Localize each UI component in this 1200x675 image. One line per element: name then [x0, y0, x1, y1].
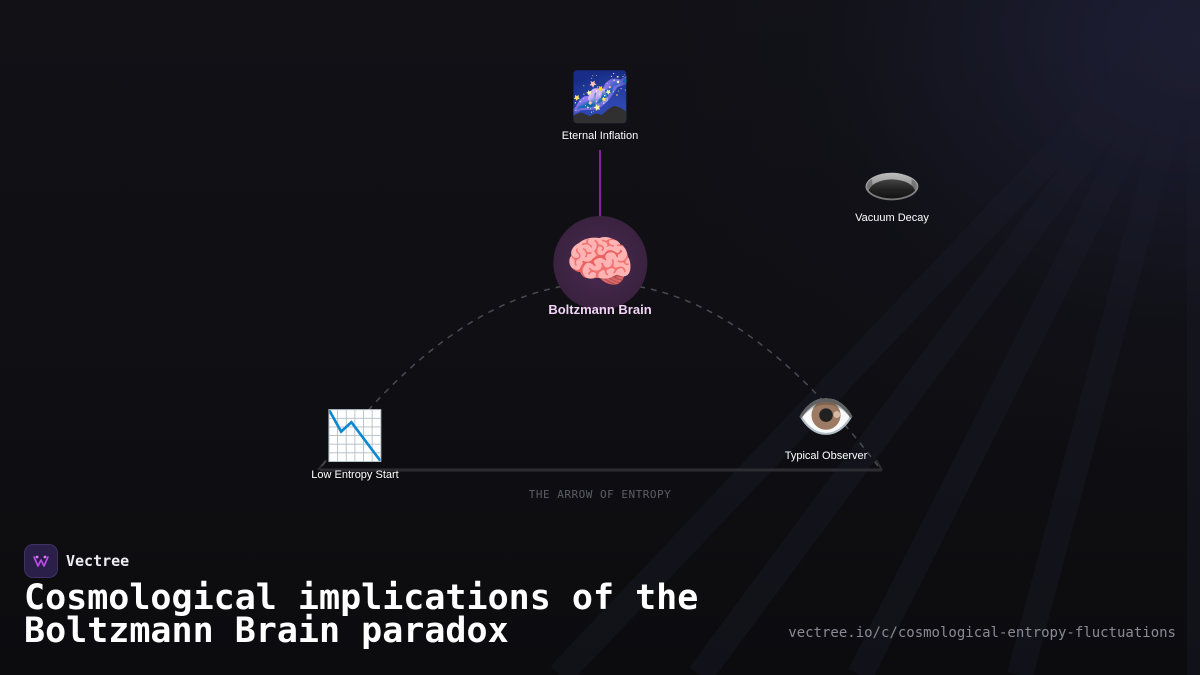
- node-typical-observer[interactable]: 👁️ Typical Observer: [785, 390, 868, 462]
- center-label: Boltzmann Brain: [548, 302, 652, 317]
- baseline-tick-right: [875, 459, 883, 471]
- node-eternal-inflation[interactable]: 🌌 Eternal Inflation: [562, 70, 638, 142]
- node-label: Low Entropy Start: [311, 469, 399, 481]
- hole-icon: 🕳️: [862, 151, 922, 207]
- brand[interactable]: Vectree: [24, 544, 129, 578]
- node-vacuum-decay[interactable]: 🕳️ Vacuum Decay: [855, 152, 929, 224]
- page-title: Cosmological implications of the Boltzma…: [24, 578, 699, 651]
- entropy-arc: [321, 282, 879, 467]
- node-label: Vacuum Decay: [855, 212, 929, 224]
- center-disc: 🧠: [552, 216, 647, 310]
- node-label: Eternal Inflation: [561, 130, 639, 142]
- milky-way-icon: 🌌: [570, 69, 630, 125]
- chart-decreasing-icon: 📉: [325, 408, 385, 464]
- node-boltzmann-brain[interactable]: 🧠 Boltzmann Brain: [548, 216, 652, 317]
- eye-icon: 👁️: [796, 389, 856, 445]
- vectree-logo-icon: [24, 544, 58, 578]
- node-low-entropy-start[interactable]: 📉 Low Entropy Start: [311, 409, 398, 481]
- axis-caption: THE ARROW OF ENTROPY: [528, 488, 672, 501]
- node-label: Typical Observer: [784, 450, 868, 462]
- brand-name: Vectree: [66, 552, 130, 570]
- page-url[interactable]: vectree.io/c/cosmological-entropy-fluctu…: [788, 625, 1176, 641]
- brain-icon: 🧠: [565, 230, 635, 295]
